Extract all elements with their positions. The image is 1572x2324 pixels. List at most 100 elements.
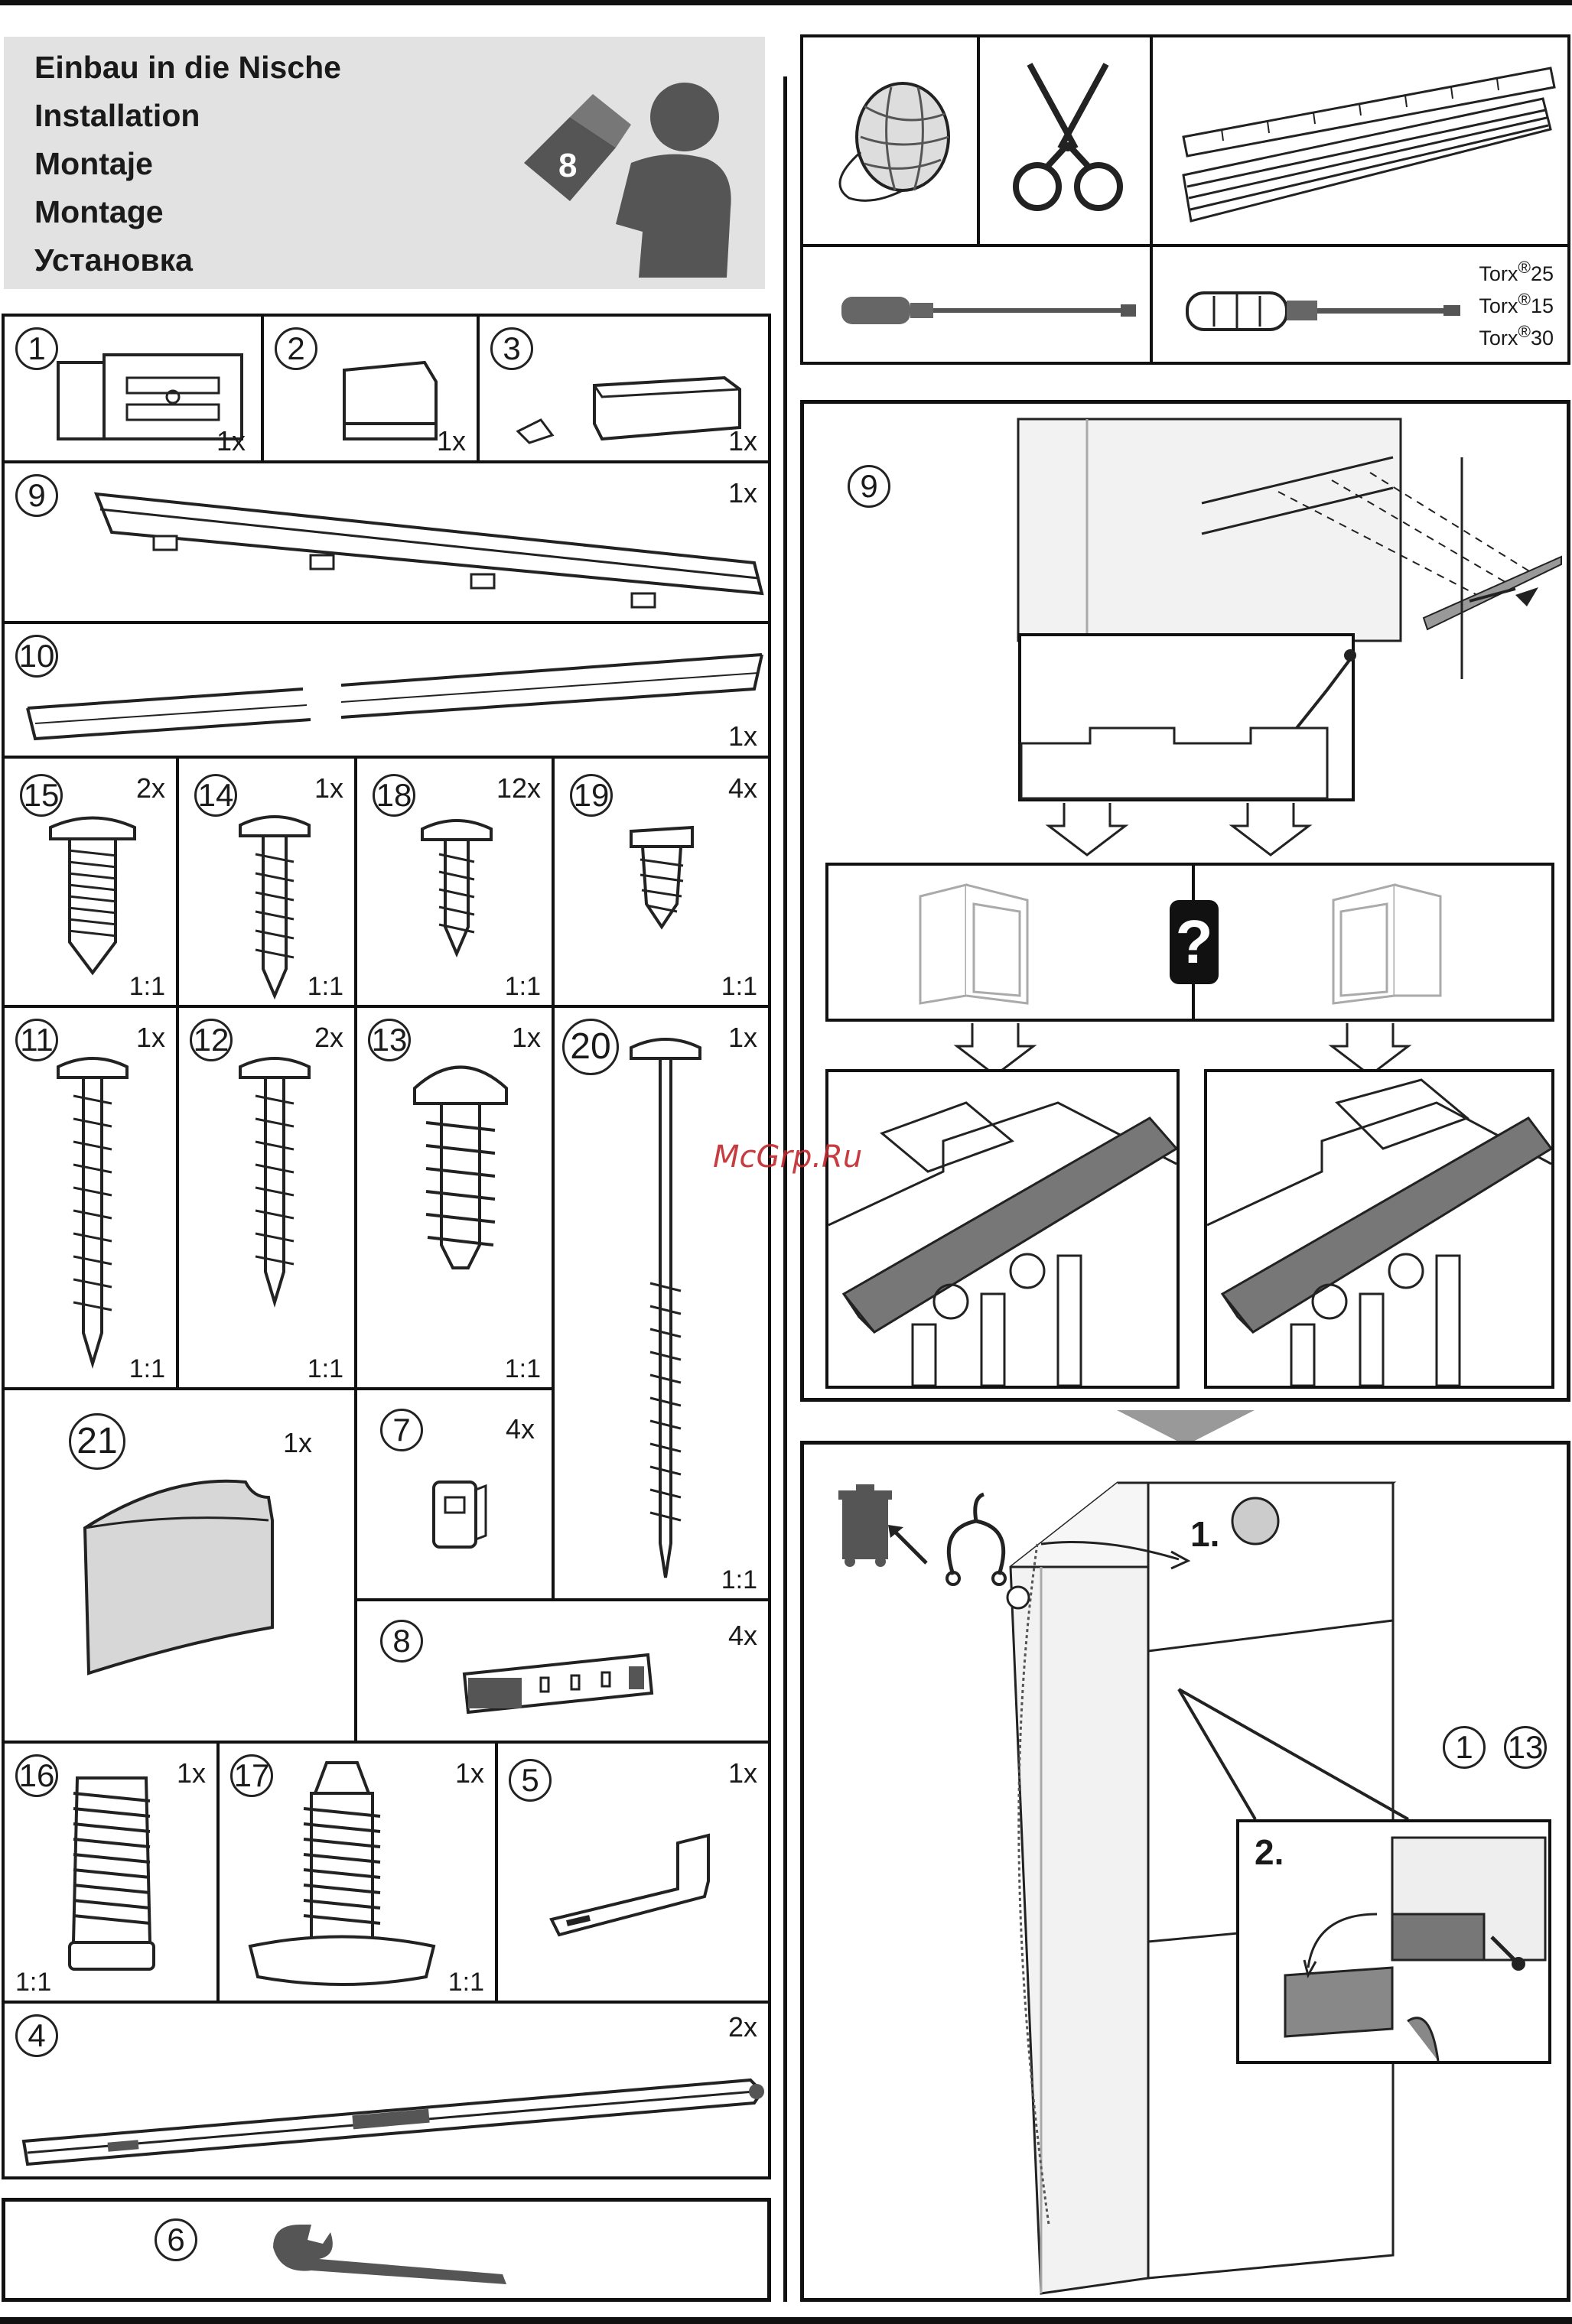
part-quantity: 2x: [136, 772, 165, 804]
door-hinge-choice-panel: ?: [825, 863, 1554, 1022]
part-scale: 1:1: [129, 1354, 165, 1384]
column-divider: [783, 76, 787, 2302]
part-number: 21: [69, 1413, 125, 1470]
left-hinge-detail: [825, 1069, 1180, 1389]
part-8-cell: 8 4x: [354, 1598, 771, 1744]
screw-18-drawing: [418, 812, 495, 957]
arrows-down-a: [1049, 803, 1186, 856]
part-17-cell: 17 1x 1:1: [216, 1741, 498, 2004]
title-fr: Montage: [34, 194, 164, 230]
step-9-panel: 9 ?: [800, 400, 1570, 1402]
part-number: 19: [570, 774, 613, 817]
part-number: 11: [15, 1019, 58, 1061]
tool-scissors-cell: [977, 34, 1153, 247]
part-quantity: 1x: [177, 1757, 206, 1789]
part-1-cell: 1 1x: [2, 314, 264, 463]
part-7-clip-drawing: [426, 1467, 495, 1559]
part-quantity: 4x: [506, 1413, 535, 1445]
part-16-cell: 16 1x 1:1: [2, 1741, 220, 2004]
part-quantity: 1x: [512, 1022, 541, 1054]
part-number: 12: [190, 1019, 233, 1061]
part-15-cell: 15 2x 1:1: [2, 756, 179, 1008]
watermark: McGrp.Ru: [713, 1139, 862, 1175]
part-scale: 1:1: [505, 1354, 541, 1384]
leveling-foot-16-drawing: [62, 1767, 169, 1981]
part-8-slider-drawing: [457, 1636, 671, 1728]
part-scale: 1:1: [448, 1968, 484, 1997]
part-quantity: 1x: [283, 1427, 312, 1459]
part-number: 16: [15, 1754, 58, 1797]
part-4-rail-drawing: [16, 2049, 766, 2172]
part-scale: 1:1: [721, 972, 757, 1002]
part-quantity: 1x: [216, 425, 246, 457]
part-10-cell: 10 1x: [2, 621, 771, 759]
right-hinge-rail-drawing: [1207, 1072, 1551, 1386]
part-quantity: 1x: [314, 772, 343, 804]
part-number: 14: [194, 774, 237, 817]
tool-torx-cell: Torx®25 Torx®15 Torx®30: [1150, 244, 1570, 365]
part-6-cell: 6: [2, 2198, 771, 2302]
fridge-left-hinge-icon: [913, 881, 1035, 1011]
flat-screwdriver-icon: [838, 289, 1144, 335]
part-scale: 1:1: [308, 972, 343, 1002]
part-quantity: 1x: [437, 425, 466, 457]
reading-manual-icon: 8: [516, 56, 746, 285]
torx-15-label: Torx®15: [1479, 290, 1554, 318]
screw-15-drawing: [47, 808, 138, 977]
part-20-cell: 20 1x 1:1: [552, 1005, 771, 1601]
tool-screwdriver-flat-cell: [800, 244, 1153, 365]
fridge-right-hinge-icon: [1326, 881, 1448, 1011]
part-number: 7: [380, 1409, 423, 1451]
part-14-cell: 14 1x 1:1: [176, 756, 357, 1008]
question-badge: ?: [1170, 900, 1219, 984]
part-number: 20: [562, 1019, 619, 1075]
part-2-cell: 2 1x: [261, 314, 480, 463]
part-4-cell: 4 2x: [2, 2001, 771, 2179]
part-number: 18: [373, 774, 415, 817]
detail-inset: [1018, 633, 1355, 801]
ref-part-1: 1: [1443, 1726, 1486, 1769]
folding-rule-icon: [1176, 53, 1558, 236]
part-2-drawing: [333, 347, 448, 447]
part-quantity: 1x: [136, 1022, 165, 1054]
part-3-drawing: [510, 347, 763, 447]
part-12-cell: 12 2x 1:1: [176, 1005, 357, 1390]
screw-13-drawing: [411, 1046, 510, 1276]
part-quantity: 4x: [728, 772, 757, 804]
part-scale: 1:1: [505, 972, 541, 1002]
title-de: Einbau in die Nische: [34, 50, 341, 86]
bottom-rule: [0, 2317, 1572, 2324]
part-quantity: 1x: [728, 425, 757, 457]
arrows-down-b: [1232, 803, 1370, 856]
part-21-cell: 21 1x: [2, 1387, 357, 1744]
part-13-cell: 13 1x 1:1: [354, 1005, 555, 1390]
step-number: 9: [848, 465, 890, 508]
part-number: 2: [275, 327, 317, 370]
step-2-bracket-drawing: [1239, 1822, 1548, 2061]
tool-string-cell: [800, 34, 980, 247]
part-18-cell: 18 12x 1:1: [354, 756, 555, 1008]
part-quantity: 1x: [728, 1022, 757, 1054]
fridge-top-drawing: [1011, 411, 1561, 664]
screw-20-drawing: [627, 1031, 704, 1581]
title-ru: Установка: [34, 242, 193, 278]
screw-11-drawing: [54, 1050, 131, 1371]
torx-size-list: Torx®25 Torx®15 Torx®30: [1447, 258, 1554, 357]
part-number: 6: [155, 2218, 197, 2261]
torx-30-label: Torx®30: [1479, 322, 1554, 350]
part-19-cell: 19 4x 1:1: [552, 756, 771, 1008]
part-quantity: 1x: [728, 1757, 757, 1789]
wrench-icon: [265, 2217, 518, 2286]
part-number: 13: [368, 1019, 411, 1061]
svg-text:8: 8: [558, 147, 577, 184]
step-2-inset: 2.: [1236, 1819, 1551, 2064]
screw-19-drawing: [623, 812, 700, 934]
right-hinge-detail: [1204, 1069, 1554, 1389]
part-9-cell: 9 1x: [2, 460, 771, 624]
part-scale: 1:1: [129, 972, 165, 1002]
final-step-panel: 1. 1 13 2.: [800, 1441, 1570, 2302]
ref-part-13: 13: [1504, 1726, 1547, 1769]
part-quantity: 2x: [728, 2011, 757, 2043]
part-quantity: 12x: [496, 772, 541, 804]
part-number: 9: [15, 474, 58, 517]
